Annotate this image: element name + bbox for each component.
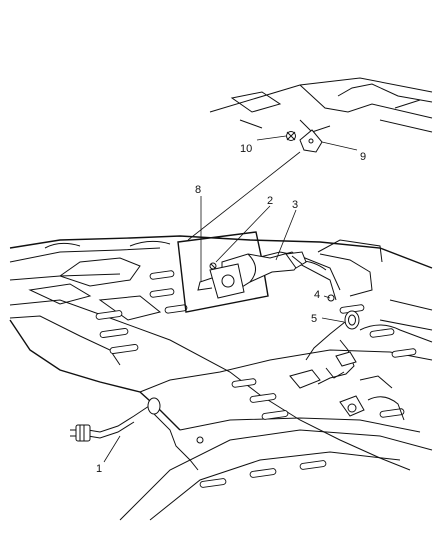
callout-4: 4 <box>314 289 320 301</box>
callout-1: 1 <box>96 463 102 475</box>
bracket-part-9 <box>299 129 323 153</box>
inset-detail-view <box>209 77 433 133</box>
callout-3: 3 <box>292 199 298 211</box>
inset-connector-line <box>187 151 301 241</box>
callout-8: 8 <box>195 184 201 196</box>
lever-pivot-housing <box>197 263 245 299</box>
callout-10: 10 <box>240 143 252 155</box>
callout-5: 5 <box>311 313 317 325</box>
fastener-part-2 <box>209 262 217 270</box>
callout-9: 9 <box>360 151 366 163</box>
nut-part-4 <box>327 294 335 302</box>
floor-slots <box>95 270 417 488</box>
callout-leaders <box>103 135 358 463</box>
equalizer-hardware <box>289 369 405 421</box>
callout-2: 2 <box>267 195 273 207</box>
bolt-part-10 <box>286 131 296 141</box>
rear-cable-part-5 <box>305 310 360 385</box>
front-cable-part-1 <box>70 397 204 471</box>
